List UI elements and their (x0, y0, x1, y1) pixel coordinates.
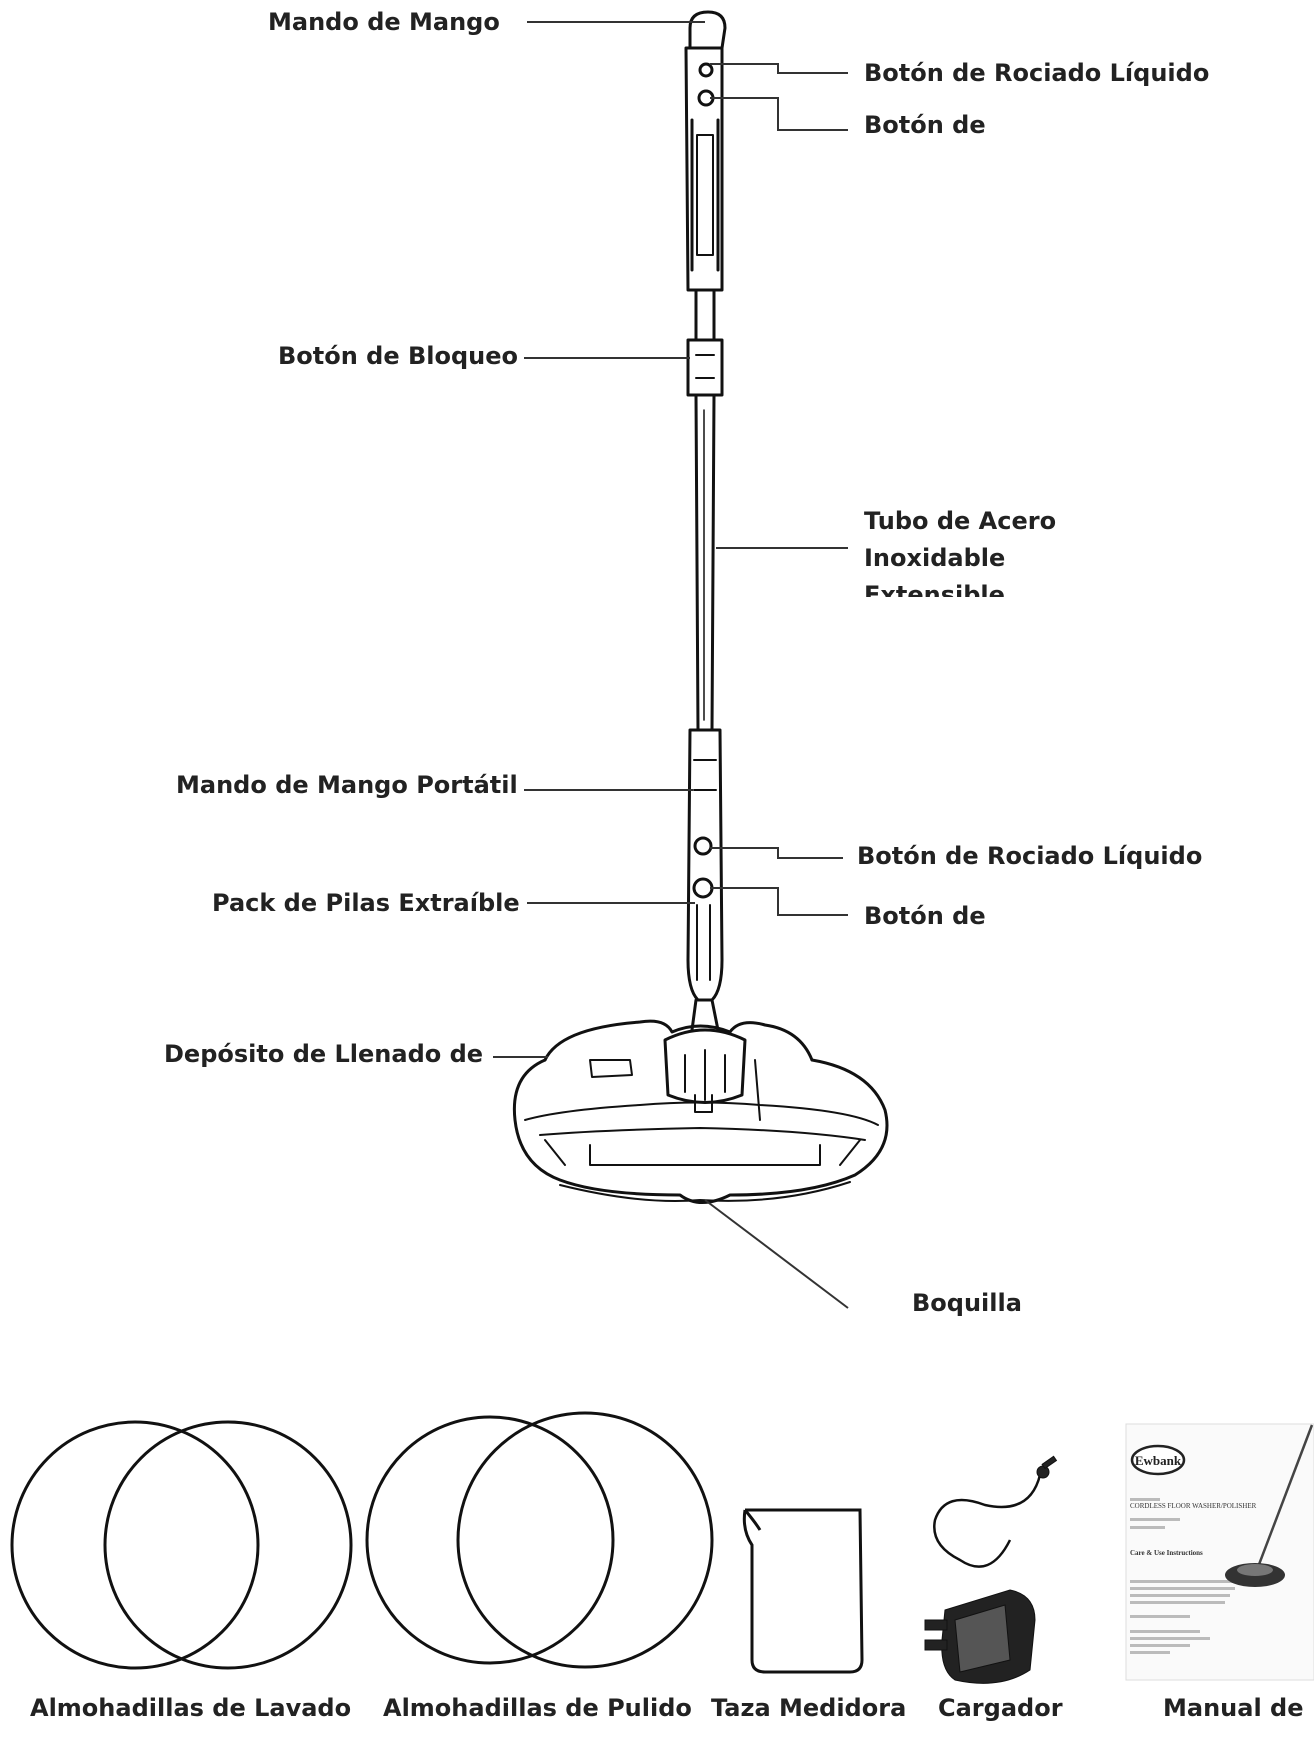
handle-knob (690, 12, 725, 48)
label-tubo-line-3-clip: Extensible (864, 581, 1124, 597)
polishing-pad-front (458, 1413, 712, 1667)
label-boton-rociado-inferior: Botón de Rociado Líquido (857, 842, 1202, 870)
upper-spray-button (700, 64, 712, 76)
washing-pad-front (105, 1422, 351, 1668)
label-mando-de-mango: Mando de Mango (268, 8, 500, 36)
manual-subtitle: Care & Use Instructions (1130, 1549, 1203, 1557)
lower-spray-button (695, 838, 711, 854)
caption-taza-medidora: Taza Medidora (711, 1694, 906, 1722)
label-tubo-line-2: Inoxidable (864, 544, 1005, 572)
lower-grip (688, 730, 722, 1000)
label-mando-portatil: Mando de Mango Portátil (176, 771, 518, 799)
mop-head (514, 1060, 887, 1203)
motor-housing (545, 1021, 812, 1060)
caption-manual: Manual de (1163, 1694, 1303, 1722)
label-boton-bloqueo: Botón de Bloqueo (278, 342, 518, 370)
caption-almohadillas-pulido: Almohadillas de Pulido (383, 1694, 692, 1722)
tube-upper (696, 290, 714, 340)
label-tubo-line-3: Extensible (864, 581, 1124, 597)
washing-pad-back (12, 1422, 258, 1668)
caption-cargador: Cargador (938, 1694, 1063, 1722)
caption-almohadillas-lavado: Almohadillas de Lavado (30, 1694, 351, 1722)
label-boton-de-superior: Botón de (864, 111, 986, 139)
manual-booklet: Ewbank CORDLESS FLOOR WASHER/POLISHER Ca… (1126, 1424, 1314, 1680)
manual-logo: Ewbank (1135, 1453, 1182, 1468)
label-boquilla: Boquilla (912, 1289, 1022, 1317)
label-tubo-line-1: Tubo de Acero (864, 507, 1056, 535)
label-boton-rociado-superior: Botón de Rociado Líquido (864, 59, 1209, 87)
label-deposito: Depósito de Llenado de (164, 1040, 483, 1068)
manual-title: CORDLESS FLOOR WASHER/POLISHER (1130, 1502, 1257, 1510)
label-pack-pilas: Pack de Pilas Extraíble (212, 889, 520, 917)
charger (925, 1456, 1056, 1683)
steel-tube (696, 395, 714, 730)
lock-collar (688, 340, 722, 395)
lower-power-button (694, 879, 712, 897)
label-boton-de-inferior: Botón de (864, 902, 986, 930)
measuring-cup (744, 1510, 862, 1672)
